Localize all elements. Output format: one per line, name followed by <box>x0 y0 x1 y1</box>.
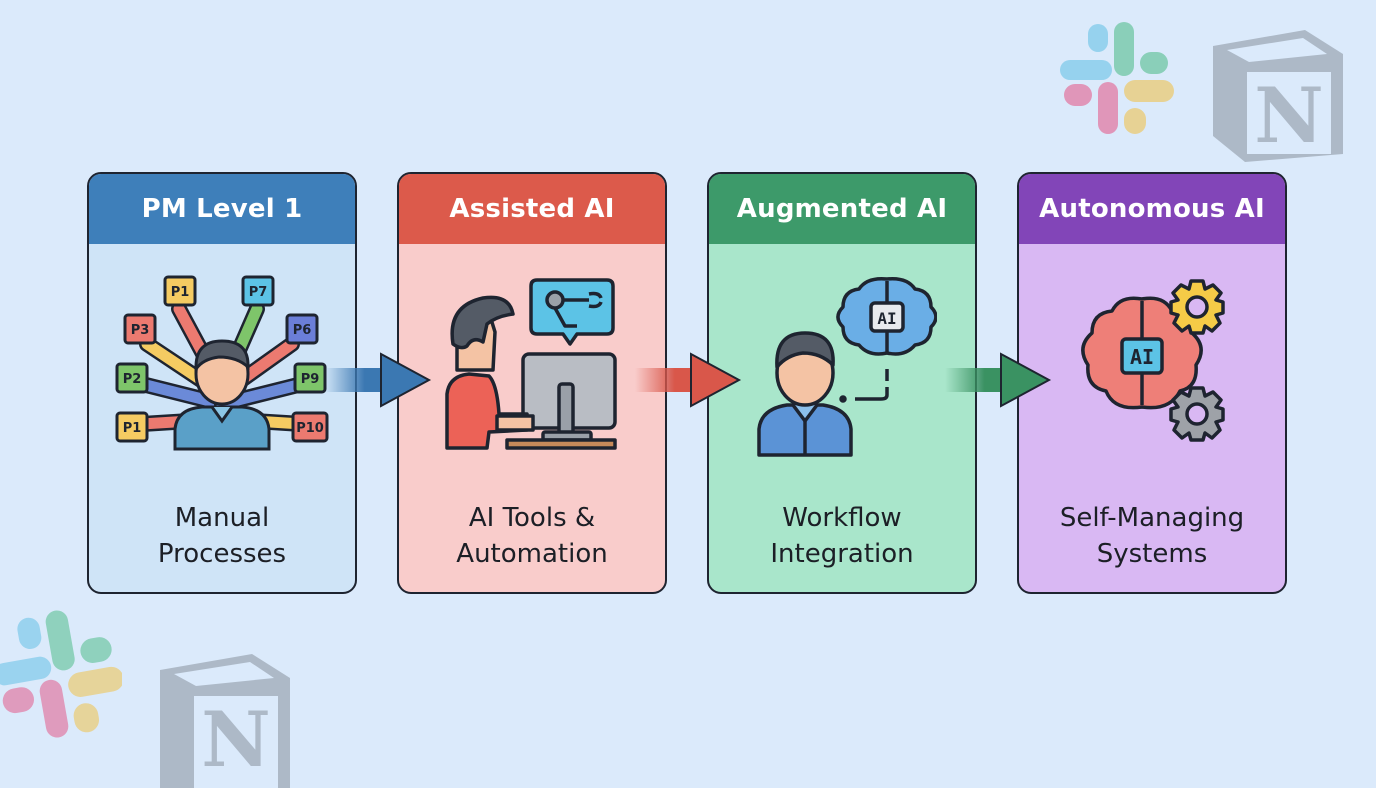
stage-card-autonomous-ai: Autonomous AI AI Self-Manag <box>1017 172 1287 594</box>
stage-title: Assisted AI <box>449 194 615 224</box>
svg-text:P1: P1 <box>171 285 190 300</box>
stage-description: Self-Managing Systems <box>1059 503 1245 569</box>
stage-description: Manual Processes <box>157 503 287 569</box>
stage-title: Autonomous AI <box>1039 194 1265 224</box>
person-juggling-tasks-icon: P1 P7 P3 P6 P2 P9 P1 P10 <box>89 264 355 464</box>
stage-title: Augmented AI <box>736 194 948 224</box>
svg-text:P6: P6 <box>293 323 312 338</box>
stage-title: PM Level 1 <box>141 194 303 224</box>
svg-text:P9: P9 <box>301 372 320 387</box>
stage-header: Autonomous AI <box>1019 174 1285 244</box>
flow-arrow-3 <box>945 352 1052 408</box>
slack-logo-bottom <box>0 610 122 738</box>
notion-logo-top: N <box>1213 30 1343 162</box>
svg-text:P7: P7 <box>249 285 268 300</box>
stage-header: Assisted AI <box>399 174 665 244</box>
ai-brain-gears-icon: AI <box>1019 264 1285 464</box>
svg-text:AI: AI <box>877 309 896 328</box>
flow-arrow-2 <box>635 352 742 408</box>
stage-card-augmented-ai: Augmented AI AI Workflow <box>707 172 977 594</box>
stage-description: Workflow Integration <box>770 503 914 569</box>
stage-card-pm-level-1: PM Level 1 <box>87 172 357 594</box>
slack-logo-top <box>1060 22 1174 134</box>
svg-text:P2: P2 <box>123 372 142 387</box>
person-connected-ai-brain-icon: AI <box>709 264 975 464</box>
svg-text:P10: P10 <box>296 421 324 436</box>
svg-text:P1: P1 <box>123 421 142 436</box>
stage-header: Augmented AI <box>709 174 975 244</box>
svg-text:N: N <box>201 695 270 784</box>
stage-header: PM Level 1 <box>89 174 355 244</box>
notion-logo-bottom: N <box>160 654 290 788</box>
stage-description: AI Tools & Automation <box>456 503 608 569</box>
stage-card-assisted-ai: Assisted AI <box>397 172 667 594</box>
person-at-computer-robot-arm-icon <box>399 264 665 464</box>
svg-text:AI: AI <box>1130 345 1154 369</box>
flow-arrow-1 <box>325 352 432 408</box>
svg-text:P3: P3 <box>131 323 150 338</box>
svg-text:N: N <box>1254 71 1323 160</box>
